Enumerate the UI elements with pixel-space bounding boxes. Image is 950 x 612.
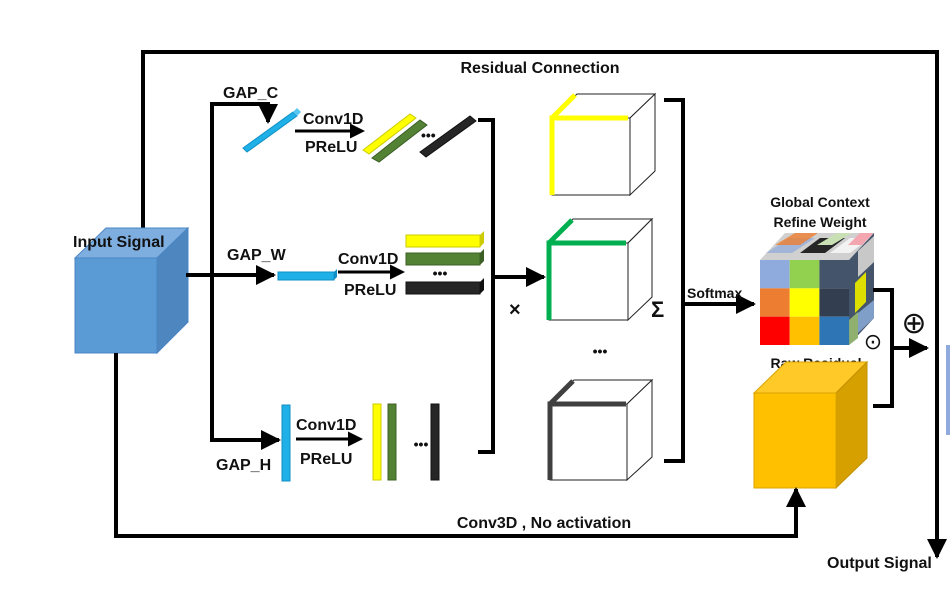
hadamard-symbol: ⊙ bbox=[864, 329, 882, 354]
weight-cube-front-grid bbox=[760, 260, 850, 345]
ellipsis-h: ••• bbox=[414, 436, 429, 452]
partial-output-block bbox=[946, 345, 950, 435]
residual-connection-label: Residual Connection bbox=[460, 60, 619, 77]
ellipsis-w: ••• bbox=[433, 265, 448, 281]
prelu-h-label: PReLU bbox=[300, 451, 352, 468]
attention-cube-gray bbox=[547, 378, 654, 482]
sum-bracket bbox=[664, 98, 685, 463]
attention-cube-yellow bbox=[549, 92, 657, 197]
conv1d-w-label: Conv1D bbox=[338, 251, 398, 268]
weight-cube-cell bbox=[819, 260, 850, 289]
add-symbol: ⊕ bbox=[901, 307, 926, 340]
sum-symbol: Σ bbox=[651, 297, 664, 322]
conv-w-output-vectors bbox=[405, 231, 484, 295]
gap-h-label: GAP_H bbox=[216, 457, 271, 474]
gap-h-vector bbox=[281, 404, 291, 482]
prelu-w-label: PReLU bbox=[344, 282, 396, 299]
conv-h-output-vectors bbox=[372, 403, 440, 481]
weight-cube-cell bbox=[789, 260, 820, 289]
global-context-label-line2: Refine Weight bbox=[773, 214, 866, 230]
multiply-symbol: × bbox=[509, 299, 521, 321]
weight-cube-cell bbox=[760, 288, 790, 317]
fusion-bracket bbox=[873, 288, 929, 408]
ellipsis-c: ••• bbox=[421, 127, 436, 143]
attention-cube-green bbox=[546, 217, 654, 322]
residual-connection-wire bbox=[141, 50, 947, 559]
output-signal-label: Output Signal bbox=[827, 555, 932, 572]
weight-cube bbox=[760, 233, 874, 345]
weight-cube-cell bbox=[789, 288, 820, 317]
branch-wires bbox=[186, 102, 281, 450]
weight-cube-cell bbox=[760, 260, 790, 289]
merge-bracket bbox=[478, 118, 546, 454]
gap-c-label: GAP_C bbox=[223, 85, 279, 102]
input-signal-label: Input Signal bbox=[73, 234, 165, 251]
global-context-label-line1: Global Context bbox=[770, 194, 870, 210]
conv3d-wire bbox=[114, 353, 806, 538]
ellipsis-cubes: ••• bbox=[593, 343, 608, 359]
raw-residual-cube bbox=[752, 360, 869, 490]
input-signal-cube bbox=[73, 226, 190, 355]
weight-cube-cell bbox=[819, 288, 850, 317]
conv1d-h-label: Conv1D bbox=[296, 417, 356, 434]
conv-c-output-vectors bbox=[362, 113, 477, 163]
conv1d-c-label: Conv1D bbox=[303, 111, 363, 128]
prelu-c-label: PReLU bbox=[305, 139, 357, 156]
weight-cube-cell bbox=[760, 316, 790, 345]
softmax-label: Softmax bbox=[687, 285, 742, 301]
gap-w-label: GAP_W bbox=[227, 247, 287, 264]
weight-cube-cell bbox=[789, 316, 820, 345]
gap-w-vector bbox=[277, 269, 337, 281]
gap-c-vector bbox=[242, 108, 301, 153]
conv3d-label: Conv3D , No activation bbox=[457, 515, 631, 532]
weight-cube-cell bbox=[819, 316, 850, 345]
